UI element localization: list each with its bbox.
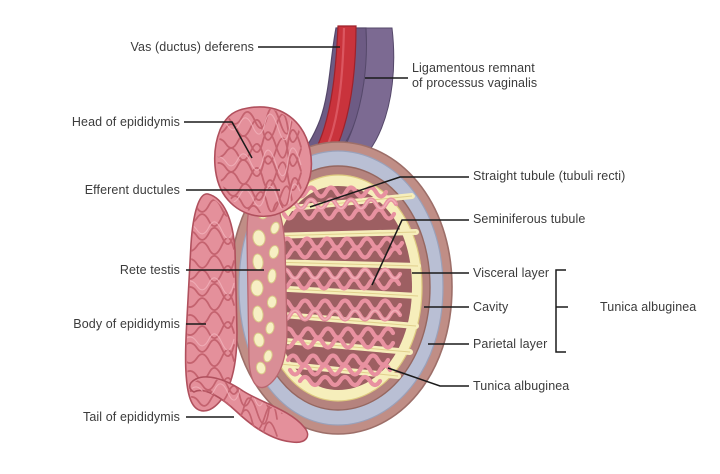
testis-parenchyma [267,185,421,390]
leader-lines-group [184,46,469,418]
label-cavity: Cavity [473,300,509,314]
label-tail-of-epididymis: Tail of epididymis [83,410,180,424]
label-head-of-epididymis: Head of epididymis [71,115,180,129]
label-tunica-albuginea-inner: Tunica albuginea [473,379,570,393]
leader-head-of-epididymis [184,121,253,159]
label-seminiferous-tubule: Seminiferous tubule [473,212,586,226]
leader-straight-tubule [309,176,469,208]
label-parietal-layer: Parietal layer [473,337,548,351]
bracket-brace [555,269,568,353]
label-rete-testis: Rete testis [119,263,180,277]
label-efferent-ductules: Efferent ductules [84,183,180,197]
label-body-of-epididymis: Body of epididymis [73,317,180,331]
label-visceral-layer: Visceral layer [473,266,550,280]
leader-seminiferous-tubule [371,219,469,286]
mediastinum-testis [246,187,288,389]
label-tunica-albuginea-bracket: Tunica albuginea [600,300,697,314]
leader-tunica-albuginea-inner [387,367,469,387]
bracket-path [555,269,566,353]
label-straight-tubule: Straight tubule (tubuli recti) [473,169,626,183]
body-of-epididymis [184,193,238,412]
label-ligamentous-remnant: Ligamentous remnant of processus vaginal… [412,61,538,90]
label-vas-deferens: Vas (ductus) deferens [130,40,254,54]
